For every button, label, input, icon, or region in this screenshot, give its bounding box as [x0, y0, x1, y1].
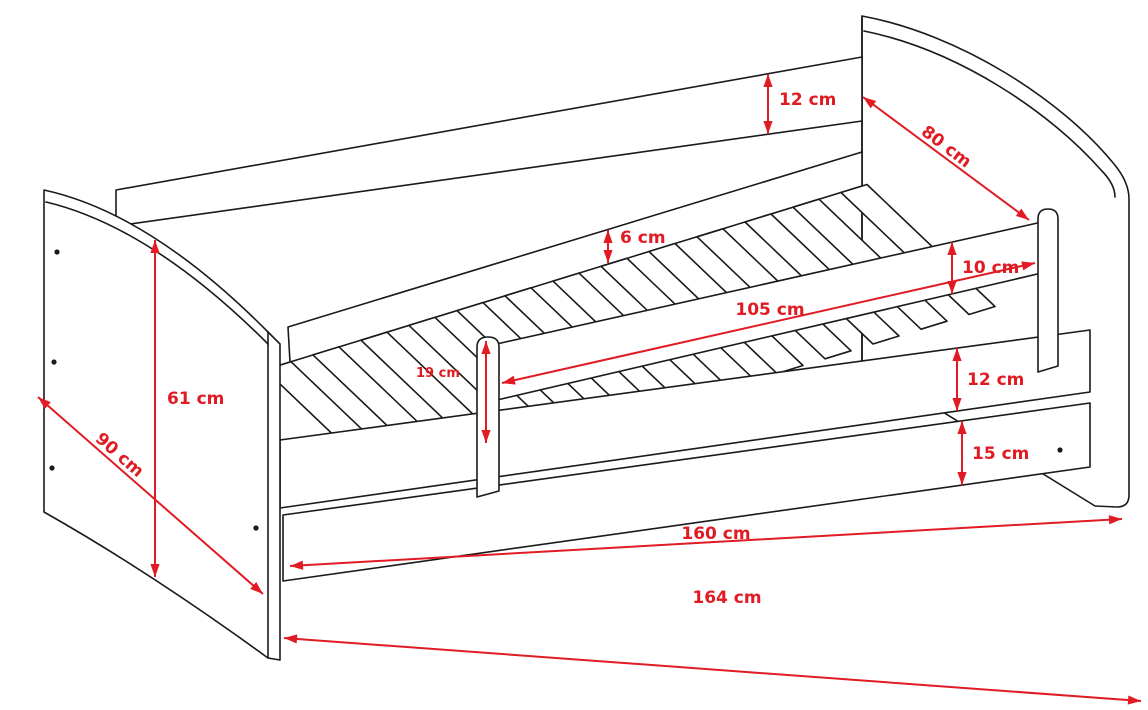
screw-cap [51, 359, 57, 365]
dim-label-end-panel-height: 61 cm [167, 389, 224, 409]
arrowhead [952, 398, 962, 411]
arrowhead [1127, 695, 1141, 705]
arrowhead [1021, 261, 1035, 271]
arrowhead [481, 341, 491, 354]
dimension-line [862, 96, 1030, 221]
dimension-arrow [947, 242, 957, 294]
drawer-front [282, 402, 1091, 582]
arrowhead [250, 581, 263, 594]
dimension-arrow [289, 515, 1123, 570]
arrowhead [947, 242, 957, 255]
arrowhead [1108, 515, 1122, 525]
barrier-post-right [1037, 208, 1059, 373]
arrowhead [481, 430, 491, 443]
dimension-arrow [481, 341, 491, 443]
arrowhead [763, 121, 773, 134]
top-back-rail [115, 56, 863, 227]
dimension-arrow [501, 261, 1036, 385]
dimension-arrow [952, 348, 962, 411]
dimension-arrow [150, 240, 160, 577]
dim-label-overall-length: 164 cm [692, 588, 761, 608]
dimension-arrow [283, 634, 1142, 705]
dimension-arrow [957, 421, 967, 485]
bed-drawing [43, 15, 1130, 661]
arrowhead [957, 472, 967, 485]
arrowhead [763, 74, 773, 87]
arrowhead [603, 250, 613, 263]
arrowhead [38, 397, 51, 410]
arrowhead [290, 560, 304, 570]
arrowhead [947, 281, 957, 294]
dimension-arrow [603, 230, 613, 263]
dimension-arrow [862, 96, 1030, 221]
barrier-post-left [476, 336, 500, 498]
dimension-line [283, 637, 1142, 702]
screw-cap [253, 525, 259, 531]
screw-cap [1057, 447, 1063, 453]
arrowhead [150, 564, 160, 577]
arrowhead [863, 97, 877, 109]
dim-label-side-rail-height: 12 cm [967, 370, 1024, 390]
arrowhead [502, 375, 516, 385]
arrowhead [952, 348, 962, 361]
arrowhead [957, 421, 967, 434]
dim-label-barrier-post-height: 19 cm [416, 366, 460, 381]
dim-label-slat-frame-height: 6 cm [620, 228, 666, 248]
dimension-line [501, 262, 1036, 384]
dimension-arrow [37, 396, 264, 595]
screw-cap [49, 465, 55, 471]
screw-cap [54, 249, 60, 255]
dim-label-mattress-length: 160 cm [681, 524, 750, 544]
drawer [282, 402, 1091, 582]
left-panel-face [43, 189, 281, 661]
dimension-line [37, 396, 264, 595]
arrowhead [284, 634, 298, 644]
dimension-arrows [37, 74, 1142, 705]
arrowhead [1015, 208, 1029, 220]
dimension-arrow [763, 74, 773, 134]
dim-label-drawer-front-height: 15 cm [972, 444, 1029, 464]
dimension-line [289, 518, 1123, 567]
arrowhead [603, 230, 613, 243]
dim-label-barrier-length: 105 cm [735, 300, 804, 320]
dim-label-barrier-board-height: 10 cm [962, 258, 1019, 278]
dim-label-top-guard-rail-height: 12 cm [779, 90, 836, 110]
arrowhead [150, 240, 160, 253]
right-panel-top-groove [863, 30, 1116, 198]
left-end-panel [43, 189, 281, 661]
